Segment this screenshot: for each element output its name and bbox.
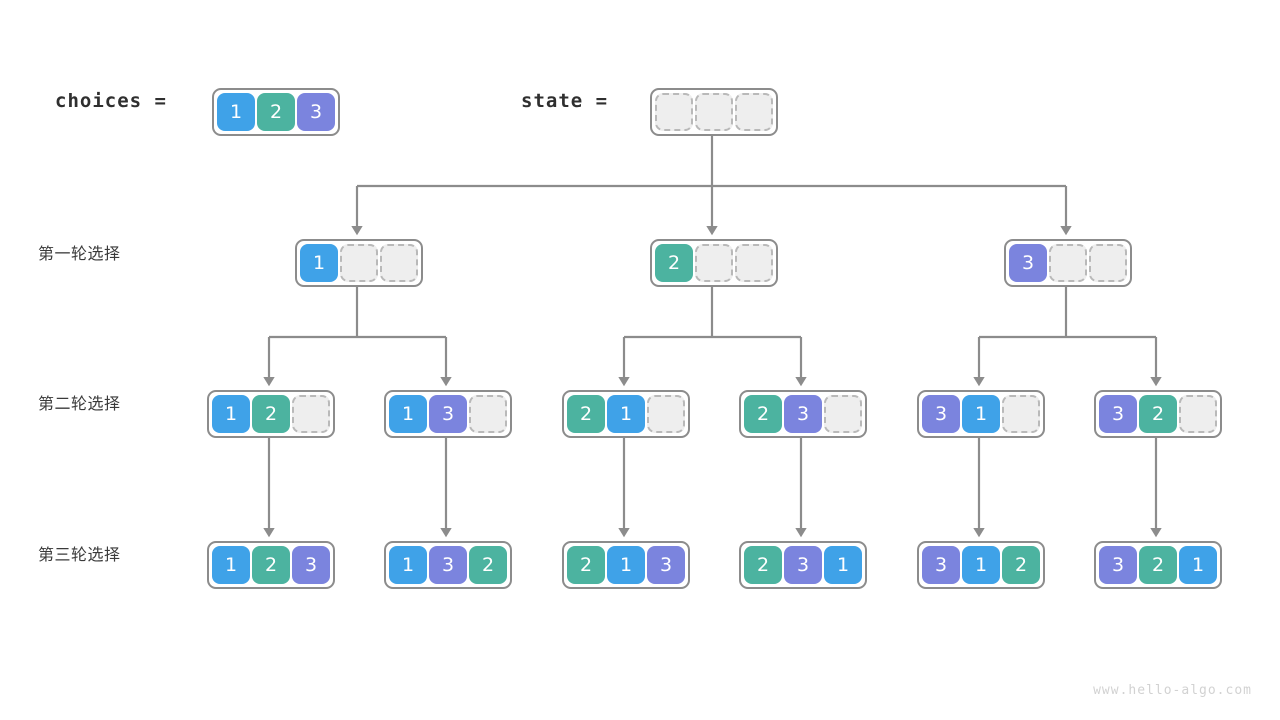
state-cell-filled: 2 (469, 546, 507, 584)
watermark: www.hello-algo.com (1093, 683, 1252, 698)
state-label: state = (521, 90, 609, 112)
tree-node-round-1: 1 (295, 239, 423, 287)
state-cell-empty (292, 395, 330, 433)
state-cell-empty (380, 244, 418, 282)
state-cell-filled: 1 (607, 546, 645, 584)
state-cell-filled: 3 (1099, 395, 1137, 433)
state-cell-empty (340, 244, 378, 282)
state-cell-empty (695, 244, 733, 282)
state-cell-filled: 1 (1179, 546, 1217, 584)
state-cell-filled: 1 (389, 395, 427, 433)
state-cell-empty (1002, 395, 1040, 433)
state-cell-filled: 2 (567, 395, 605, 433)
state-cell-filled: 3 (922, 546, 960, 584)
tree-node-round-1: 2 (650, 239, 778, 287)
tree-node-round-1: 3 (1004, 239, 1132, 287)
state-cell-filled: 3 (784, 395, 822, 433)
state-cell-filled: 1 (824, 546, 862, 584)
state-cell-filled: 2 (567, 546, 605, 584)
state-cell-filled: 2 (744, 395, 782, 433)
state-cell-empty (1179, 395, 1217, 433)
state-cell-empty (647, 395, 685, 433)
state-cell-filled: 3 (784, 546, 822, 584)
state-cell-filled: 2 (1002, 546, 1040, 584)
state-cell-filled: 2 (252, 395, 290, 433)
choices-label: choices = (55, 90, 167, 112)
choices-cell-filled: 2 (257, 93, 295, 131)
state-cell-filled: 2 (655, 244, 693, 282)
state-cell-filled: 2 (252, 546, 290, 584)
state-cell-filled: 1 (962, 546, 1000, 584)
state-cell-filled: 3 (647, 546, 685, 584)
state-cell-empty (695, 93, 733, 131)
state-cell-filled: 1 (607, 395, 645, 433)
state-cell-filled: 1 (300, 244, 338, 282)
state-cell-empty (824, 395, 862, 433)
state-cell-filled: 3 (1009, 244, 1047, 282)
state-cell-filled: 2 (1139, 395, 1177, 433)
state-cell-filled: 3 (429, 546, 467, 584)
state-cell-empty (469, 395, 507, 433)
row-label-round-3: 第三轮选择 (38, 545, 121, 564)
state-array (650, 88, 778, 136)
state-cell-filled: 1 (389, 546, 427, 584)
state-cell-empty (735, 244, 773, 282)
row-label-round-2: 第二轮选择 (38, 394, 121, 413)
state-cell-filled: 1 (212, 395, 250, 433)
state-cell-filled: 3 (429, 395, 467, 433)
choices-cell-filled: 1 (217, 93, 255, 131)
state-cell-filled: 3 (922, 395, 960, 433)
choices-cell-filled: 3 (297, 93, 335, 131)
state-cell-empty (735, 93, 773, 131)
state-cell-empty (1089, 244, 1127, 282)
state-cell-empty (1049, 244, 1087, 282)
state-cell-filled: 2 (744, 546, 782, 584)
state-cell-filled: 1 (962, 395, 1000, 433)
state-cell-filled: 2 (1139, 546, 1177, 584)
row-label-round-1: 第一轮选择 (38, 244, 121, 263)
state-cell-filled: 3 (1099, 546, 1137, 584)
state-cell-filled: 1 (212, 546, 250, 584)
state-cell-filled: 3 (292, 546, 330, 584)
state-cell-empty (655, 93, 693, 131)
